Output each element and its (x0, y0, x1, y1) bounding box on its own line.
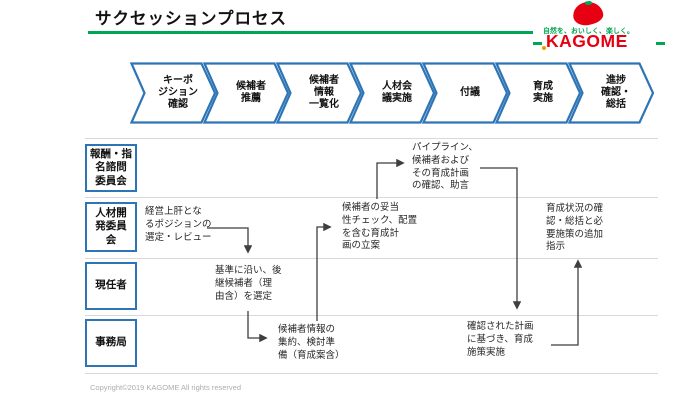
lane-separator (85, 258, 658, 259)
lane-label-remuneration-nomination-committee: 報酬・指 名諮問 委員会 (85, 144, 137, 192)
process-step-label: 育成 実施 (533, 81, 553, 104)
activity-select-positions: 経営上肝とな るポジションの 選定・レビュー (145, 206, 212, 243)
kagome-logo: 自然を、おいしく、楽しく。 KAGOME (533, 0, 665, 52)
logo-tagline: 自然を、おいしく、楽しく。 (543, 28, 634, 35)
copyright-text: Copyright©2019 KAGOME All rights reserve… (90, 383, 242, 392)
process-step-band: キーポ ジション 確認 候補者 推薦 候補者 情報 一覧化 人材会 議実施 付議… (130, 62, 660, 124)
lane-separator (85, 373, 658, 374)
lane-label-hr-development-committee: 人材開 発委員 会 (85, 202, 137, 252)
process-step-progress-review: 進捗 確認・ 総括 (568, 62, 655, 124)
activity-pipeline-confirm-advise: パイプライン、 候補者および その育成計画 の確認、助言 (412, 142, 478, 192)
process-step-deliberation: 付議 (422, 62, 509, 124)
lane-label-secretariat: 事務局 (85, 319, 137, 367)
process-step-key-position: キーポ ジション 確認 (130, 62, 217, 124)
logo-orange-dot (542, 46, 546, 50)
process-step-label: 人材会 議実施 (382, 81, 412, 104)
lane-separator (85, 315, 658, 316)
lane-separator (85, 197, 658, 198)
arrow-validity-to-pipeline (376, 158, 405, 199)
lane-separator (85, 138, 658, 139)
process-step-label: キーポ ジション 確認 (158, 75, 198, 110)
page-title: サクセッションプロセス (95, 10, 288, 28)
process-step-candidate-info: 候補者 情報 一覧化 (276, 62, 363, 124)
logo-dash-left (533, 42, 542, 45)
activity-execute-development: 確認された計画 に基づき、育成 施策実施 (467, 321, 534, 358)
activity-status-review-instruct: 育成状況の確 認・総括と必 要施策の追加 指示 (546, 203, 604, 253)
logo-brand-text: KAGOME (546, 31, 628, 51)
logo-dash-right (656, 42, 665, 45)
arrow-pipeline-to-execute (480, 167, 522, 310)
process-step-label: 候補者 推薦 (236, 81, 266, 104)
process-step-label: 進捗 確認・ 総括 (601, 75, 631, 110)
process-step-development: 育成 実施 (495, 62, 582, 124)
lane-label-incumbent: 現任者 (85, 262, 137, 310)
process-step-hr-meeting: 人材会 議実施 (349, 62, 436, 124)
activity-validity-check-plan: 候補者の妥当 性チェック、配置 を含む育成計 画の立案 (342, 202, 418, 252)
activity-select-successors: 基準に沿い、後 継候補者（理 由含）を選定 (215, 265, 282, 302)
process-step-label: 候補者 情報 一覧化 (309, 75, 339, 110)
activity-aggregate-candidate-info: 候補者情報の 集約、検討準 備（育成案含） (278, 324, 345, 361)
arrow-execute-to-status-review (551, 259, 583, 346)
process-step-label: 付議 (460, 87, 480, 98)
title-underline (88, 31, 656, 34)
arrow-positions-to-successors (207, 227, 253, 254)
process-step-nominate: 候補者 推薦 (203, 62, 290, 124)
arrow-aggregate-to-validity (316, 222, 332, 321)
